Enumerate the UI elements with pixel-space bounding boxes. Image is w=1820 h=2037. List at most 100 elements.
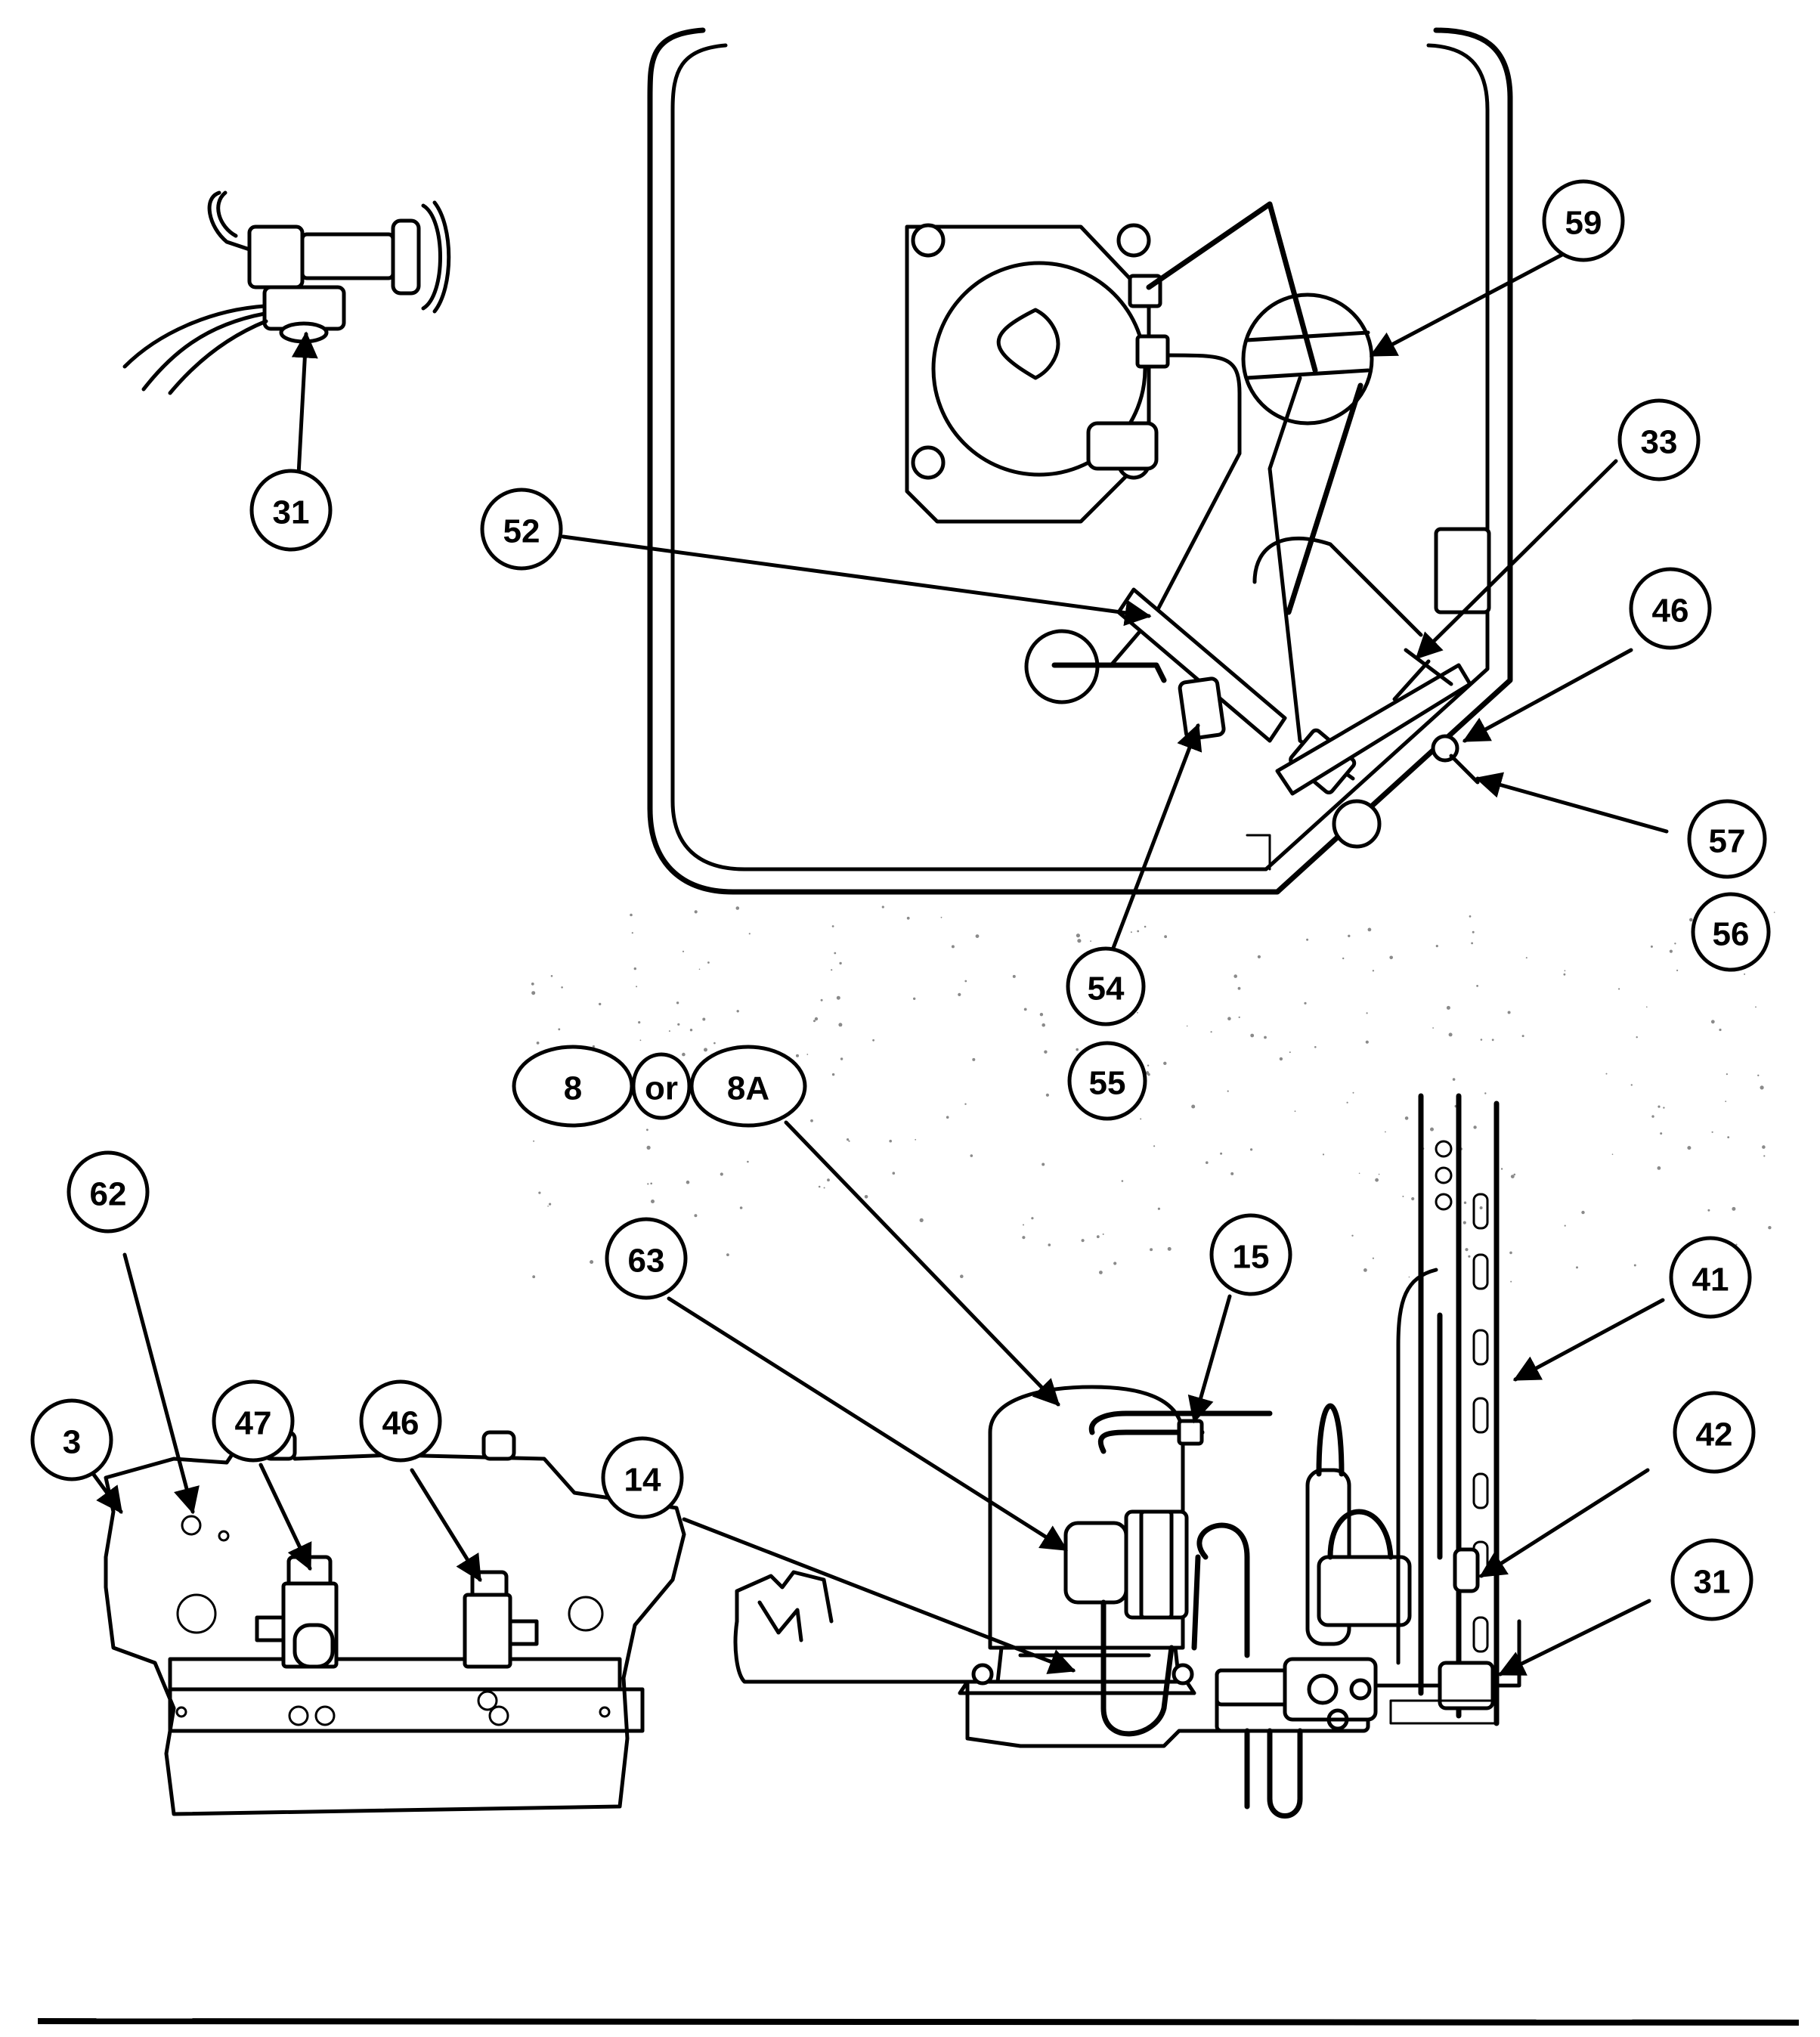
noise-speck: [1773, 912, 1775, 913]
noise-speck: [1099, 1271, 1103, 1274]
noise-speck: [1480, 1039, 1483, 1041]
noise-speck: [1322, 1153, 1325, 1156]
noise-speck: [806, 1054, 809, 1055]
callout-31-top: 31: [249, 469, 333, 552]
noise-speck: [1510, 1280, 1512, 1283]
noise-speck: [1389, 955, 1393, 960]
noise-speck: [1102, 1233, 1104, 1235]
noise-speck: [1605, 1073, 1608, 1075]
base-pan-top-view: [647, 27, 1513, 895]
noise-speck: [713, 1042, 716, 1045]
callout-33: 33: [1617, 398, 1701, 481]
noise-speck: [906, 916, 910, 920]
callout-41: 41: [1669, 1236, 1752, 1319]
noise-speck: [864, 1195, 868, 1199]
noise-speck: [747, 1160, 749, 1163]
noise-speck: [823, 1187, 825, 1189]
noise-speck: [1385, 1131, 1386, 1133]
noise-speck: [736, 1010, 739, 1013]
noise-speck: [831, 1073, 835, 1076]
noise-speck: [1402, 1195, 1404, 1197]
noise-speck: [1378, 1173, 1380, 1175]
noise-speck: [970, 1154, 973, 1157]
noise-speck: [698, 968, 701, 971]
noise-speck: [1676, 969, 1679, 971]
callout-46-top: 46: [1629, 567, 1712, 650]
noise-speck: [1513, 1173, 1516, 1176]
noise-speck: [1113, 1262, 1117, 1265]
noise-speck: [1230, 1172, 1234, 1175]
noise-speck: [1294, 1110, 1296, 1113]
noise-speck: [720, 1172, 723, 1176]
noise-speck: [1763, 1155, 1766, 1157]
noise-speck: [1510, 1175, 1515, 1178]
noise-speck: [1669, 949, 1673, 953]
noise-speck: [1707, 1209, 1710, 1212]
svg-text:55: 55: [1089, 1065, 1126, 1102]
noise-speck: [1564, 1224, 1566, 1227]
noise-speck: [704, 1048, 707, 1052]
noise-speck: [1462, 1221, 1466, 1224]
svg-text:62: 62: [90, 1176, 127, 1213]
noise-speck: [892, 1172, 896, 1175]
noise-speck: [881, 906, 884, 909]
svg-text:57: 57: [1709, 823, 1746, 860]
noise-speck: [1465, 1248, 1469, 1252]
noise-speck: [814, 1017, 819, 1021]
noise-speck: [1039, 1013, 1044, 1017]
noise-speck: [1090, 940, 1091, 942]
noise-speck: [919, 1218, 924, 1222]
noise-speck: [1167, 1246, 1172, 1251]
svg-text:31: 31: [273, 494, 310, 531]
noise-speck: [1658, 1105, 1661, 1108]
noise-speck: [638, 1021, 641, 1024]
callout-56: 56: [1691, 892, 1771, 972]
callout-42: 42: [1673, 1391, 1756, 1474]
callout-14: 14: [601, 1436, 684, 1519]
noise-speck: [702, 1017, 706, 1021]
noise-speck: [1164, 935, 1167, 939]
noise-speck: [1348, 934, 1351, 938]
noise-speck: [1031, 1217, 1034, 1220]
svg-text:54: 54: [1088, 971, 1125, 1008]
noise-speck: [946, 1116, 949, 1119]
noise-speck: [1076, 933, 1080, 938]
noise-speck: [631, 932, 633, 934]
svg-text:63: 63: [628, 1243, 665, 1280]
noise-speck: [707, 961, 710, 964]
noise-speck: [676, 1001, 679, 1005]
noise-speck: [1279, 1057, 1283, 1061]
noise-speck: [1314, 1046, 1317, 1048]
noise-speck: [1581, 1210, 1585, 1215]
noise-speck: [1342, 957, 1345, 960]
noise-speck: [1264, 1036, 1267, 1039]
noise-speck: [836, 995, 840, 1000]
noise-speck: [1491, 1039, 1494, 1042]
noise-speck: [1469, 915, 1472, 918]
noise-speck: [677, 1023, 680, 1026]
svg-text:47: 47: [235, 1405, 272, 1442]
noise-speck: [686, 1180, 690, 1184]
noise-speck: [532, 1275, 536, 1279]
callout-46-bottom: 46: [359, 1379, 442, 1463]
noise-speck: [810, 1119, 813, 1122]
callout-52: 52: [480, 488, 563, 571]
noise-speck: [1471, 942, 1473, 945]
noise-speck: [964, 1103, 967, 1105]
callout-31-bottom: 31: [1670, 1538, 1753, 1621]
noise-speck: [1186, 1025, 1188, 1027]
noise-speck: [1042, 1023, 1045, 1027]
noise-speck: [1289, 1051, 1291, 1054]
svg-text:31: 31: [1694, 1564, 1731, 1601]
callout-62: 62: [67, 1150, 150, 1234]
noise-speck: [1250, 1148, 1253, 1151]
noise-speck: [839, 961, 842, 965]
noise-speck: [840, 1057, 843, 1060]
noise-speck: [547, 1206, 549, 1207]
noise-speck: [1366, 1012, 1368, 1014]
noise-speck: [1710, 1020, 1715, 1024]
noise-speck: [1611, 1153, 1614, 1155]
noise-speck: [1346, 1101, 1348, 1104]
noise-speck: [1446, 1005, 1450, 1010]
noise-speck: [668, 1030, 670, 1032]
